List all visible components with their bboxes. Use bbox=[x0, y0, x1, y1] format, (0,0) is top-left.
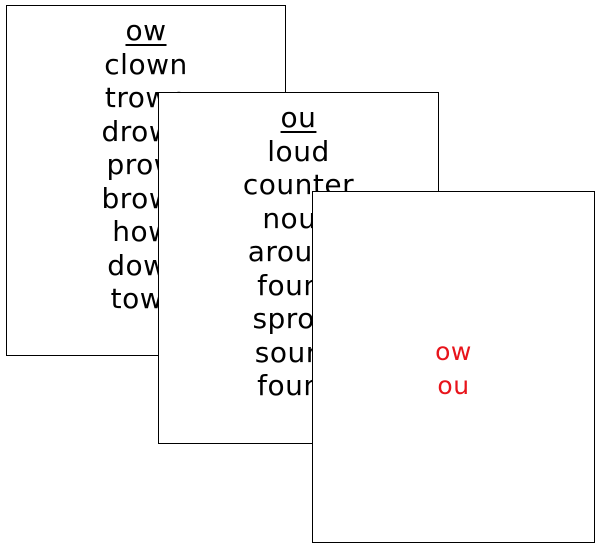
card-heading-ow: ow bbox=[125, 14, 167, 47]
control-label-ou: ou bbox=[437, 371, 470, 400]
control-card: ow ou bbox=[312, 191, 595, 543]
word-item: clown bbox=[104, 47, 188, 81]
control-label-ow: ow bbox=[435, 337, 472, 366]
control-labels: ow ou bbox=[313, 335, 594, 403]
word-item: loud bbox=[267, 134, 330, 168]
card-heading-ou: ou bbox=[280, 101, 317, 134]
